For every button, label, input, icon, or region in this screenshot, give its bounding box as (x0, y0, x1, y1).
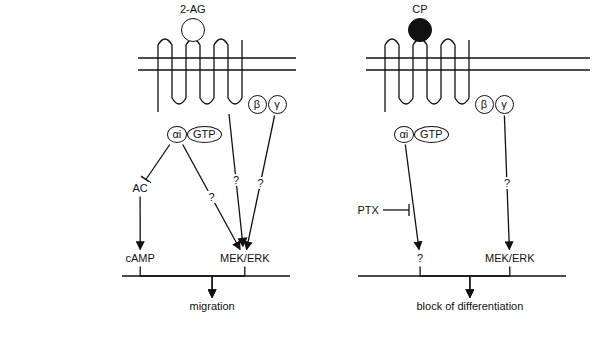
ligand-ball (181, 18, 205, 42)
node-text: CP (412, 3, 427, 16)
edge-label: ? (257, 177, 265, 189)
node-text: cAMP (126, 252, 155, 264)
text-node: AC (131, 182, 150, 195)
connector (140, 197, 141, 250)
text-node: migration (188, 300, 237, 313)
subunit-circle: β (475, 95, 494, 114)
node-text: MEK/ERK (485, 252, 535, 264)
text-node: ? (415, 252, 425, 265)
connector (470, 267, 510, 298)
protein-oval: GTP (414, 126, 449, 143)
ligand-node: CP (408, 3, 432, 42)
text-node: cAMP (124, 252, 157, 265)
ligand-ball (408, 18, 432, 42)
connector (405, 145, 419, 250)
connector (212, 267, 245, 298)
membrane-line (138, 57, 296, 59)
receptor-arrow (229, 114, 243, 246)
text-node: MEK/ERK (218, 252, 272, 265)
node-text: γ (274, 98, 280, 111)
node-text: block of differentiation (417, 300, 524, 312)
text-node: MEK/ERK (483, 252, 537, 265)
text-node: PTX (356, 204, 381, 217)
node-text: ? (417, 252, 423, 264)
connector (420, 267, 470, 298)
membrane-line (138, 69, 296, 71)
protein-oval: αi (167, 126, 188, 143)
subunit-circle: γ (495, 95, 514, 114)
protein-oval: αi (394, 126, 415, 143)
protein-oval: GTP (187, 126, 222, 143)
inhibition-bar (408, 204, 409, 216)
connector (247, 116, 275, 250)
node-text: AC (133, 182, 148, 194)
node-text: β (254, 98, 260, 111)
receptor-symbol (158, 39, 242, 112)
node-text: MEK/ERK (220, 252, 270, 264)
connector (140, 267, 212, 298)
subunit-circle: β (248, 95, 267, 114)
ligand-node: 2-AG (180, 3, 206, 42)
node-text: migration (190, 300, 235, 312)
node-text: PTX (358, 204, 379, 216)
node-text: GTP (420, 128, 443, 140)
node-text: GTP (193, 128, 216, 140)
node-text: 2-AG (180, 3, 206, 16)
node-text: αi (173, 128, 182, 140)
receptor-symbol (385, 39, 469, 112)
text-node: block of differentiation (415, 300, 526, 313)
inhibition-line (383, 209, 409, 210)
node-text: β (481, 98, 487, 111)
node-text: αi (400, 128, 409, 140)
edge-label: ? (503, 177, 511, 189)
connector (183, 145, 240, 250)
connector (141, 145, 170, 183)
subunit-circle: γ (268, 95, 287, 114)
node-text: γ (501, 98, 507, 111)
free-label: ? (232, 174, 240, 186)
arrow-head (239, 238, 247, 246)
edge-label: ? (207, 191, 215, 203)
